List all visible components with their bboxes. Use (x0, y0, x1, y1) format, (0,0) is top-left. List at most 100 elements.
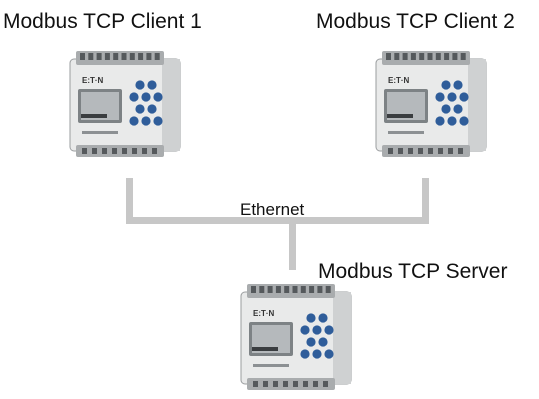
terminal-screw (253, 381, 258, 387)
ethernet-bus-line (126, 217, 429, 224)
client1-plc-device: E:T·N (69, 51, 181, 157)
terminal-screw (273, 381, 278, 387)
terminal-screw (452, 53, 458, 60)
server-ethernet-cable (289, 217, 296, 270)
terminal-screw (259, 286, 265, 293)
keypad-button (459, 92, 469, 102)
client2-ethernet-cable (422, 178, 429, 224)
keypad-button (441, 80, 451, 90)
terminal-screw (146, 53, 152, 60)
terminal-screw (418, 148, 423, 154)
terminal-screw (313, 381, 318, 387)
keypad-button (447, 92, 457, 102)
terminal-screw (92, 148, 97, 154)
terminal-screw (82, 148, 87, 154)
client1-ethernet-cable (126, 178, 133, 224)
keypad-button (324, 325, 334, 335)
bottom-terminal-strip (382, 145, 470, 157)
terminal-screw (458, 148, 463, 154)
terminal-screw (154, 53, 160, 60)
terminal-screw (388, 148, 393, 154)
plc-side-panel (162, 59, 180, 151)
plc-side-panel (468, 59, 486, 151)
terminal-screw (102, 148, 107, 154)
keypad-button (435, 116, 445, 126)
bottom-terminal-strip (76, 145, 164, 157)
terminal-screw (303, 381, 308, 387)
keypad-button (141, 116, 151, 126)
terminal-screw (325, 286, 331, 293)
terminal-screw (402, 53, 408, 60)
terminal-screw (300, 286, 306, 293)
terminal-screw (293, 381, 298, 387)
terminal-screw (138, 53, 144, 60)
keypad-button (459, 116, 469, 126)
terminal-screw (113, 53, 119, 60)
terminal-screw (251, 286, 256, 293)
terminal-screw (132, 148, 137, 154)
keypad-button (129, 116, 139, 126)
terminal-screw (104, 53, 110, 60)
keypad-button (318, 337, 328, 347)
keypad-button (306, 313, 316, 323)
terminal-screw (427, 53, 433, 60)
terminal-screw (408, 148, 413, 154)
keypad-button (153, 116, 163, 126)
terminal-screw (283, 381, 288, 387)
keypad-button (453, 80, 463, 90)
keypad-button (300, 349, 310, 359)
bottom-terminal-strip (247, 378, 335, 390)
terminal-screw (284, 286, 290, 293)
brand-logo: E:T·N (82, 76, 104, 85)
keypad-button (147, 104, 157, 114)
keypad-button (135, 80, 145, 90)
terminal-screw (428, 148, 433, 154)
terminal-screw (121, 53, 127, 60)
terminal-screw (386, 53, 391, 60)
keypad-button (435, 92, 445, 102)
terminal-screw (444, 53, 450, 60)
terminal-screw (263, 381, 268, 387)
terminal-screw (267, 286, 273, 293)
keypad-button (300, 325, 310, 335)
server-plc-device: E:T·N (240, 284, 352, 390)
model-label (253, 364, 289, 367)
keypad-button (312, 325, 322, 335)
terminal-screw (96, 53, 102, 60)
model-label (82, 131, 118, 134)
terminal-screw (88, 53, 94, 60)
client1-label: Modbus TCP Client 1 (3, 10, 202, 33)
keypad-button (141, 92, 151, 102)
terminal-screw (394, 53, 400, 60)
terminal-screw (309, 286, 315, 293)
terminal-screw (460, 53, 466, 60)
lcd-text-line (387, 114, 413, 118)
terminal-screw (275, 286, 281, 293)
terminal-screw (80, 53, 85, 60)
brand-logo: E:T·N (388, 76, 410, 85)
server-label: Modbus TCP Server (318, 260, 508, 283)
terminal-screw (419, 53, 425, 60)
terminal-screw (435, 53, 441, 60)
client2-plc-device: E:T·N (375, 51, 487, 157)
keypad-button (306, 337, 316, 347)
terminal-screw (317, 286, 323, 293)
terminal-screw (122, 148, 127, 154)
keypad-button (453, 104, 463, 114)
keypad-button (135, 104, 145, 114)
keypad-button (447, 116, 457, 126)
model-label (388, 131, 424, 134)
client2-label: Modbus TCP Client 2 (316, 10, 515, 33)
terminal-screw (448, 148, 453, 154)
lcd-text-line (81, 114, 107, 118)
terminal-screw (438, 148, 443, 154)
keypad-button (312, 349, 322, 359)
terminal-screw (112, 148, 117, 154)
terminal-screw (152, 148, 157, 154)
keypad-button (441, 104, 451, 114)
terminal-screw (323, 381, 328, 387)
keypad-button (153, 92, 163, 102)
brand-logo: E:T·N (253, 309, 275, 318)
ethernet-label: Ethernet (240, 200, 305, 219)
terminal-screw (142, 148, 147, 154)
